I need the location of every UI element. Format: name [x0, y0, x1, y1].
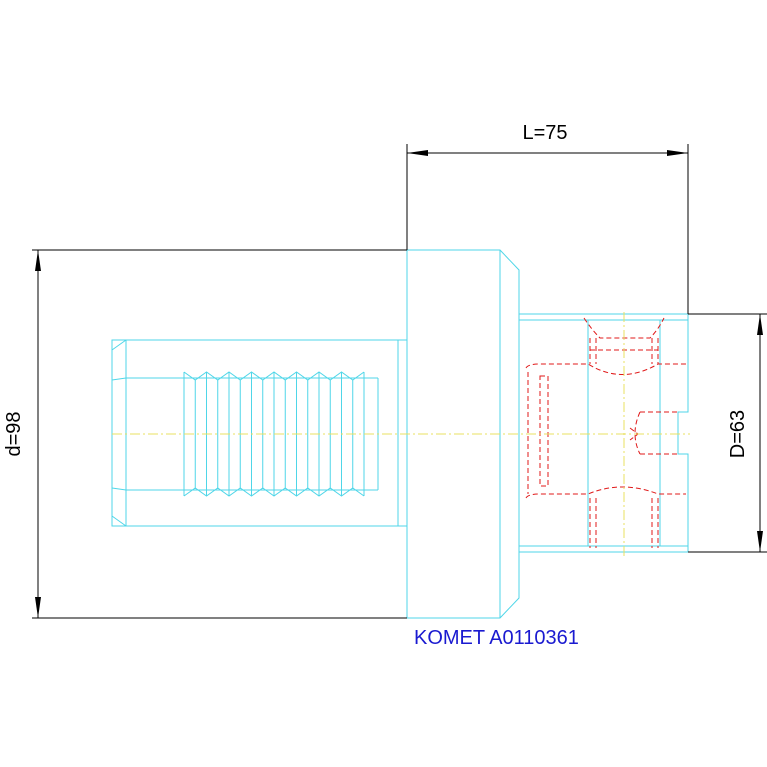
shank-diameter-label: d=98	[3, 411, 25, 456]
part-caption: KOMET A0110361	[414, 627, 579, 649]
length-dimension: L=75	[406, 122, 689, 314]
centerlines	[112, 312, 690, 556]
shank-outline	[111, 339, 408, 527]
length-label: L=75	[522, 122, 567, 144]
body-diameter-dimension: D=63	[688, 313, 767, 553]
body-outline	[519, 313, 689, 553]
body-diameter-label: D=63	[727, 410, 749, 458]
shank-diameter-dimension: d=98	[3, 249, 407, 619]
hidden-lines	[525, 317, 686, 548]
